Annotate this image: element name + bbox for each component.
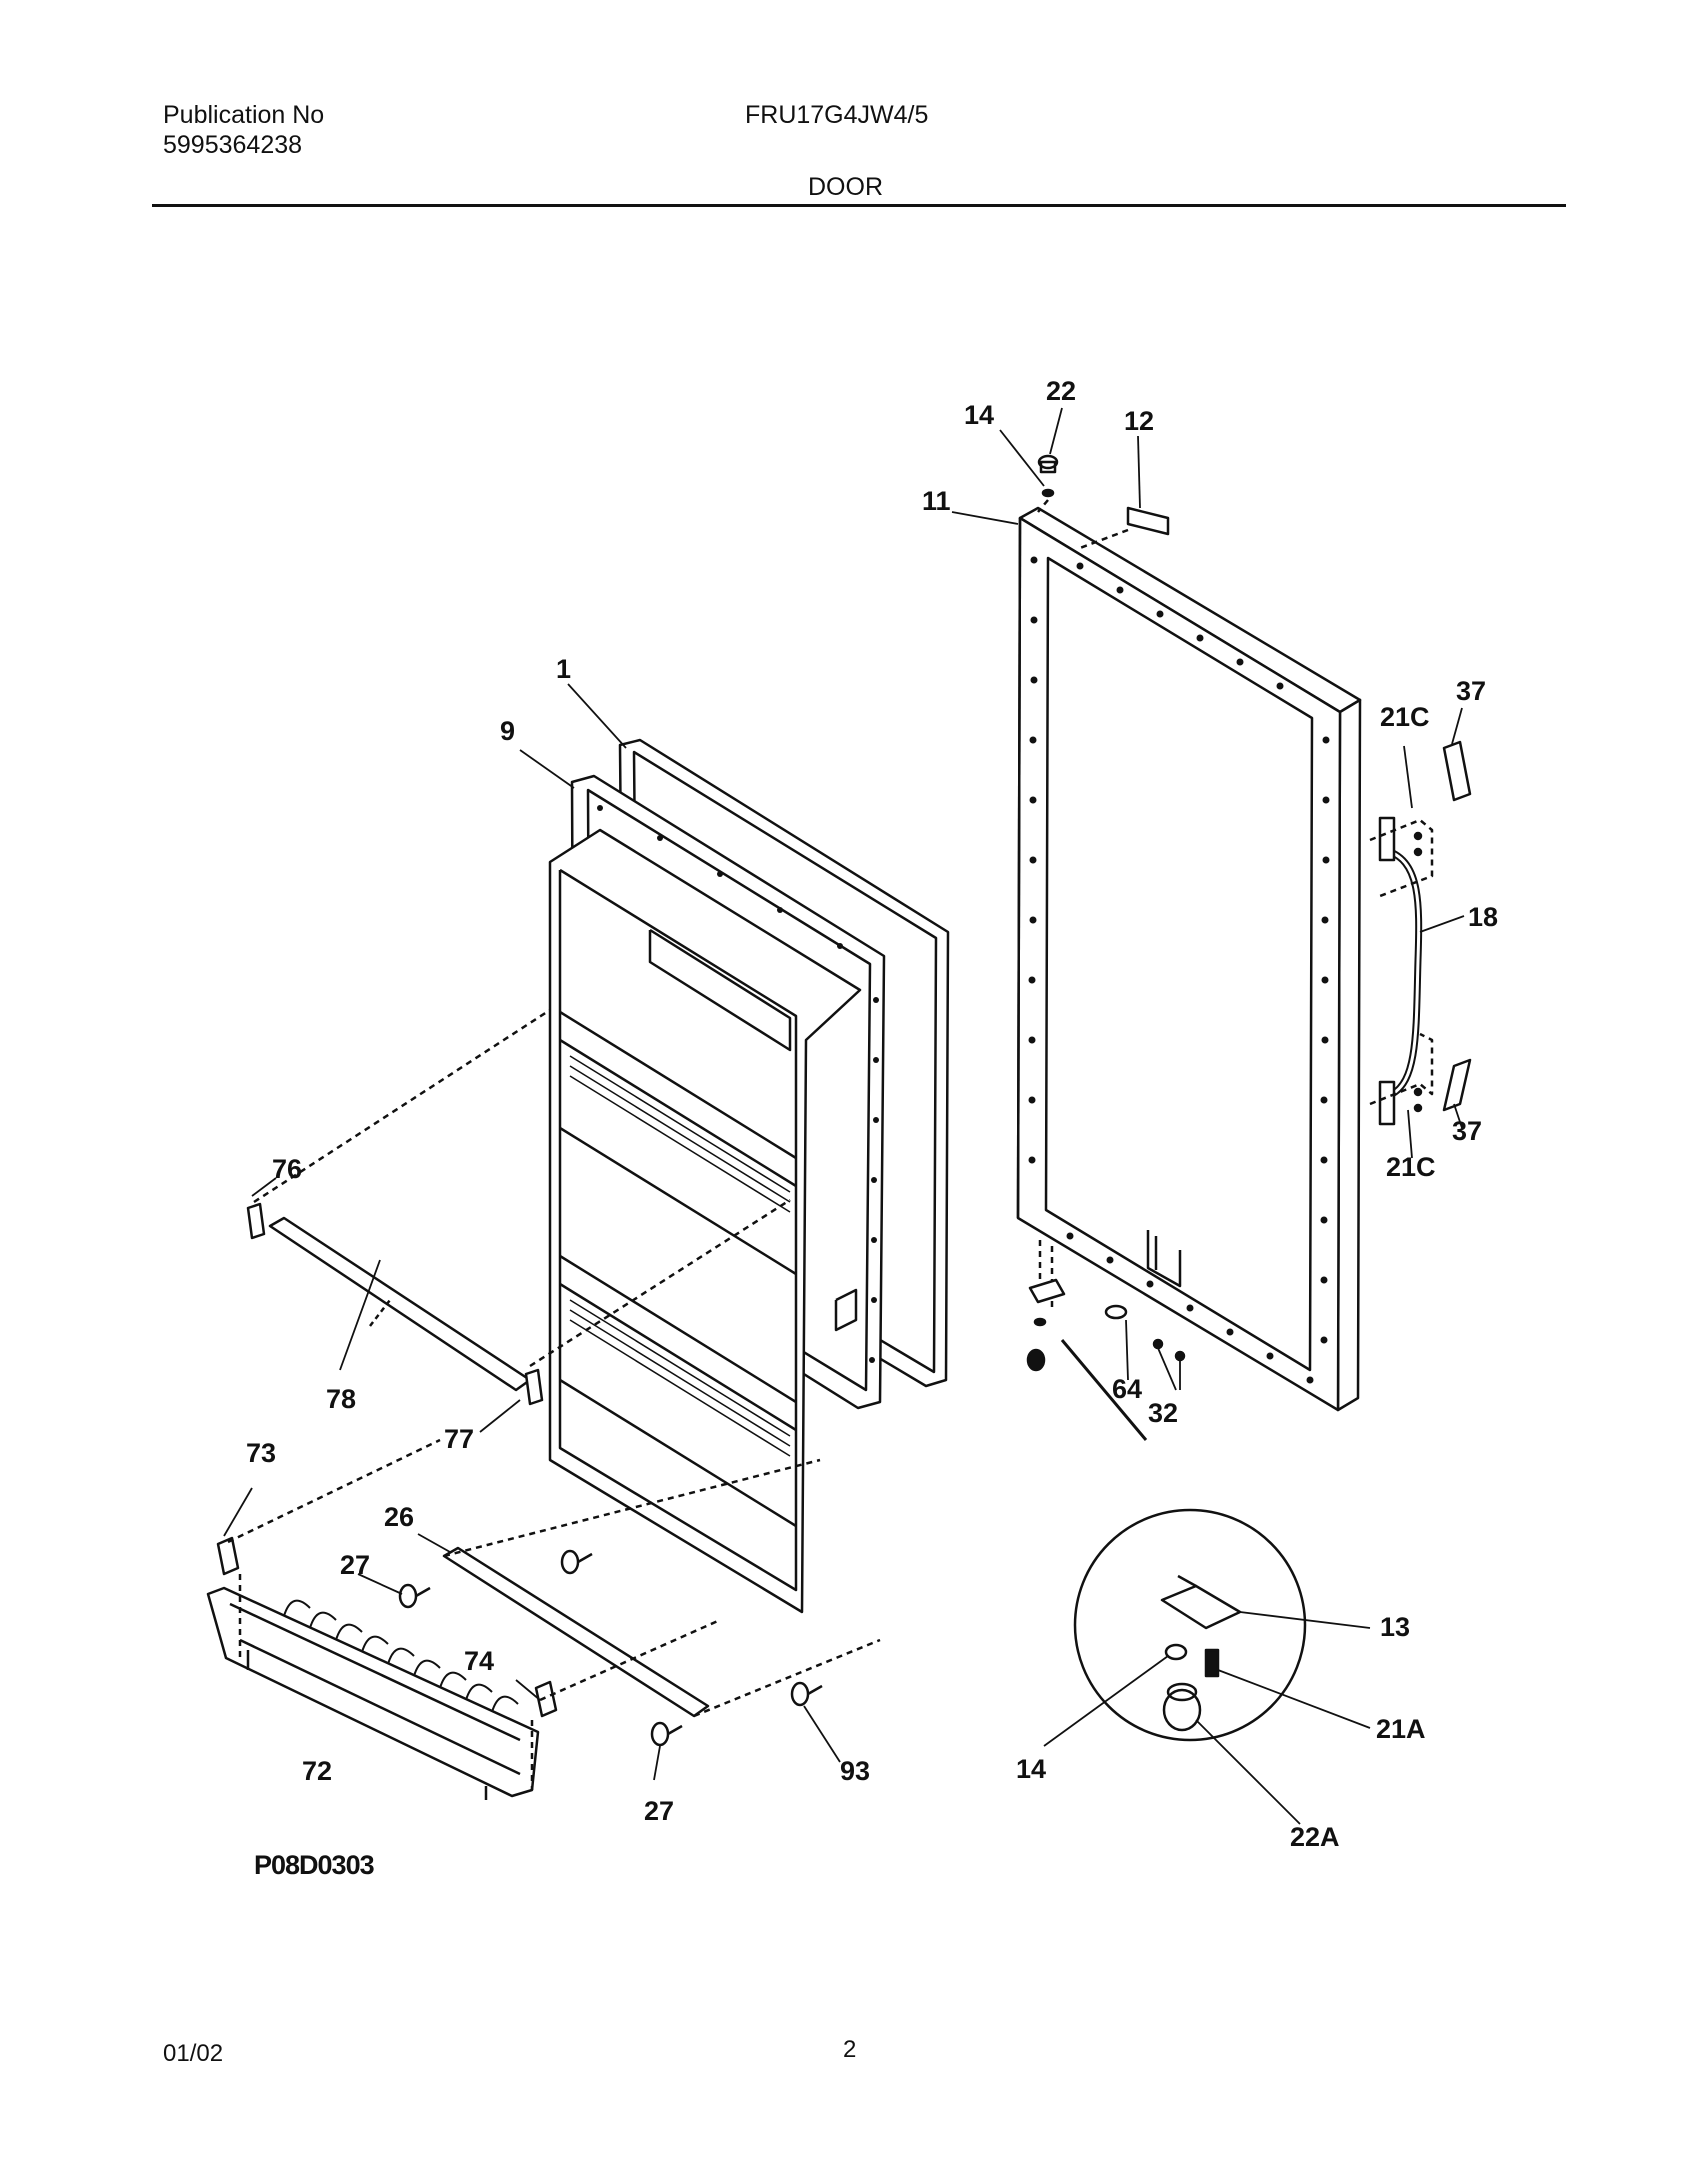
callout-14-detail: 14 xyxy=(1016,1754,1046,1784)
door-handle xyxy=(1369,740,1472,1126)
door-bar xyxy=(398,1458,881,1747)
callout-12: 12 xyxy=(1124,406,1154,436)
outer-door-panel xyxy=(1016,506,1362,1412)
door-basket xyxy=(206,1438,721,1800)
callout-22a: 22A xyxy=(1290,1822,1340,1852)
callout-21c-bottom: 21C xyxy=(1386,1152,1436,1182)
inner-liner xyxy=(548,774,886,1614)
page-number: 2 xyxy=(843,2036,857,2063)
header-rule xyxy=(152,204,1566,207)
callout-93: 93 xyxy=(840,1756,870,1786)
callout-22: 22 xyxy=(1046,376,1076,406)
callout-18: 18 xyxy=(1468,902,1498,932)
callout-37-top: 37 xyxy=(1456,676,1486,706)
shelf-rail xyxy=(246,1008,791,1406)
callout-21a: 21A xyxy=(1376,1714,1426,1744)
publication-label: Publication No xyxy=(163,101,325,129)
section-title: DOOR xyxy=(808,173,883,201)
callout-74: 74 xyxy=(464,1646,494,1676)
leader-lines xyxy=(223,407,1465,1825)
callout-26: 26 xyxy=(384,1502,414,1532)
callout-32: 32 xyxy=(1148,1398,1178,1428)
publication-number: 5995364238 xyxy=(163,131,303,159)
callout-72: 72 xyxy=(302,1756,332,1786)
callout-11: 11 xyxy=(922,486,951,516)
callout-13: 13 xyxy=(1380,1612,1410,1642)
callout-64: 64 xyxy=(1112,1374,1142,1404)
revision-date: 01/02 xyxy=(163,2040,224,2067)
top-hinge-parts xyxy=(1037,454,1170,550)
callout-27-left: 27 xyxy=(340,1550,370,1580)
callout-77: 77 xyxy=(444,1424,474,1454)
model-number: FRU17G4JW4/5 xyxy=(745,101,929,129)
callout-9: 9 xyxy=(500,716,515,746)
callout-73: 73 xyxy=(246,1438,276,1468)
callout-21c-top: 21C xyxy=(1380,702,1430,732)
callout-1: 1 xyxy=(556,654,571,684)
callout-27-bottom: 27 xyxy=(644,1796,674,1826)
callout-37-bottom: 37 xyxy=(1452,1116,1482,1146)
callout-76: 76 xyxy=(272,1154,302,1184)
drawing-code: P08D0303 xyxy=(254,1850,375,1880)
callout-14-top: 14 xyxy=(964,400,994,430)
callout-78: 78 xyxy=(326,1384,356,1414)
